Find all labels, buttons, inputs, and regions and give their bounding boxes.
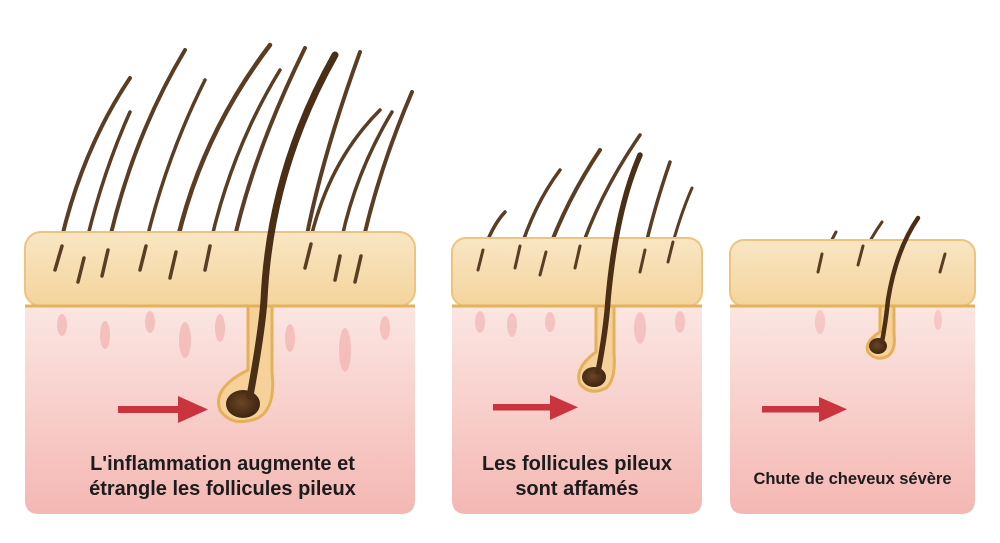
caption-line: L'inflammation augmente et <box>90 453 355 475</box>
panel-3 <box>729 215 976 514</box>
arrow-right-icon <box>762 397 847 422</box>
dermis-layer <box>730 306 975 514</box>
panel-1 <box>24 42 416 514</box>
hair-follicle-icon <box>577 152 643 393</box>
hair-follicle-icon <box>217 51 339 424</box>
panel-3-caption: Chute de cheveux sévère <box>730 469 975 490</box>
caption-line: Chute de cheveux sévère <box>753 470 952 488</box>
hair-stubs <box>816 244 947 274</box>
panel-1-caption: L'inflammation augmente et étrangle les … <box>30 452 415 502</box>
arrow-right-icon <box>493 395 578 420</box>
epidermis-layer <box>729 239 976 307</box>
pores <box>475 311 685 344</box>
pores <box>57 311 390 372</box>
epidermis-layer <box>451 237 703 307</box>
caption-line: étrangle les follicules pileux <box>89 478 356 500</box>
caption-line: Les follicules pileux <box>481 453 673 475</box>
caption-line: sont affamés <box>515 478 639 500</box>
hair-stubs <box>53 242 363 284</box>
hair-follicle-icon <box>865 215 921 360</box>
dermis-layer <box>452 306 702 514</box>
panel-2-caption: Les follicules pileux sont affamés <box>452 452 702 502</box>
panel-2 <box>451 133 703 514</box>
hair-stubs <box>476 240 675 277</box>
pores <box>815 310 942 334</box>
arrow-right-icon <box>118 396 208 423</box>
